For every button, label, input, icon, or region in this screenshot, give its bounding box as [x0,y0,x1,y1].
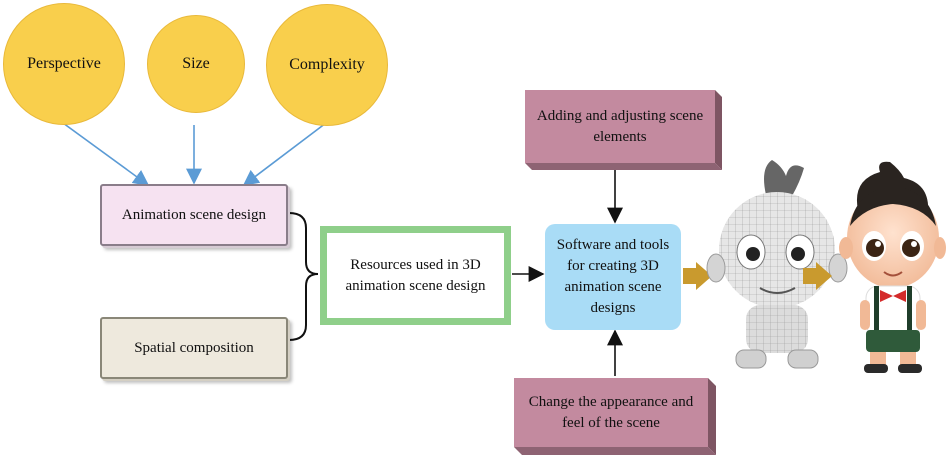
cartoon-boy-character-icon [839,161,946,373]
spatial-composition-box: Spatial composition [100,317,288,379]
circle-perspective-label: Perspective [27,55,101,72]
wireframe-character-icon [706,160,848,369]
change-appearance-box: Change the appearance and feel of the sc… [514,378,708,447]
spatial-composition-label: Spatial composition [134,339,254,356]
animation-scene-design-label: Animation scene design [121,206,267,223]
circle-size: Size [147,15,245,113]
circle-size-label: Size [182,55,210,72]
animation-scene-design-box: Animation scene design [100,184,288,246]
gold-arrow-1-icon [683,262,712,290]
adding-adjusting-label: Adding and adjusting scene elements [536,107,704,145]
resources-label: Resources used in 3D animation scene des… [345,256,486,294]
circle-complexity: Complexity [266,4,388,126]
gold-arrow-2-icon [803,262,832,290]
circle-perspective: Perspective [3,3,125,125]
resources-box: Resources used in 3D animation scene des… [320,226,511,325]
change-appearance-label: Change the appearance and feel of the sc… [528,393,694,431]
adding-adjusting-box: Adding and adjusting scene elements [525,90,715,163]
bracket-connector [288,212,319,341]
software-tools-box: Software and tools for creating 3D anima… [545,224,681,330]
software-tools-label: Software and tools for creating 3D anima… [556,237,670,316]
circle-complexity-label: Complexity [289,56,365,73]
arrow-perspective-to-design [62,122,150,186]
arrow-complexity-to-design [242,122,327,186]
